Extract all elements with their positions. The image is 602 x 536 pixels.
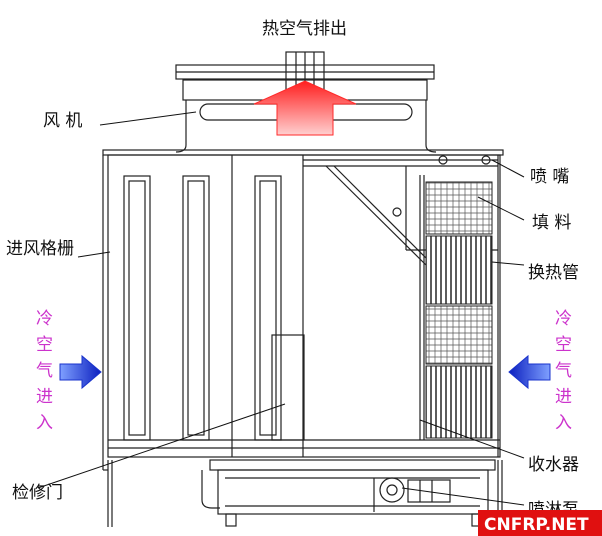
label-inlet-grille: 进风格栅 (6, 239, 74, 259)
svg-text:空: 空 (555, 335, 572, 355)
label-collector: 收水器 (528, 455, 579, 475)
watermark-bg (478, 510, 602, 536)
svg-text:冷: 冷 (555, 309, 572, 329)
svg-text:进: 进 (555, 387, 572, 407)
svg-text:气: 气 (555, 361, 572, 381)
label-cold-air-in-right: 冷 空 气 进 入 (555, 309, 572, 433)
svg-text:入: 入 (555, 413, 572, 433)
cold-air-arrow-right (508, 354, 551, 390)
svg-text:气: 气 (36, 361, 53, 381)
collector-walls (419, 175, 425, 440)
fill-media (425, 181, 493, 365)
spray-pump (373, 477, 451, 512)
label-hot-air-out: 热空气排出 (262, 19, 347, 39)
watermark-text: CNFRP.NET (484, 515, 589, 535)
label-heat-exchange-tube: 换热管 (528, 263, 579, 283)
leader-lines (37, 111, 525, 506)
svg-text:入: 入 (36, 413, 53, 433)
basin (107, 459, 503, 527)
label-nozzle: 喷 嘴 (530, 167, 569, 187)
baffle (325, 165, 431, 266)
cold-air-arrow-left (59, 354, 102, 390)
access-door (271, 334, 305, 441)
label-fill: 填 料 (532, 213, 571, 233)
svg-text:进: 进 (36, 387, 53, 407)
svg-text:空: 空 (36, 335, 53, 355)
hot-air-arrow (253, 80, 357, 136)
label-fan: 风 机 (43, 111, 82, 131)
label-cold-air-in-left: 冷 空 气 进 入 (36, 309, 53, 433)
svg-text:冷: 冷 (36, 309, 53, 329)
inlet-grille (123, 175, 282, 441)
tower-body (102, 149, 504, 471)
label-access-door: 检修门 (12, 483, 63, 503)
